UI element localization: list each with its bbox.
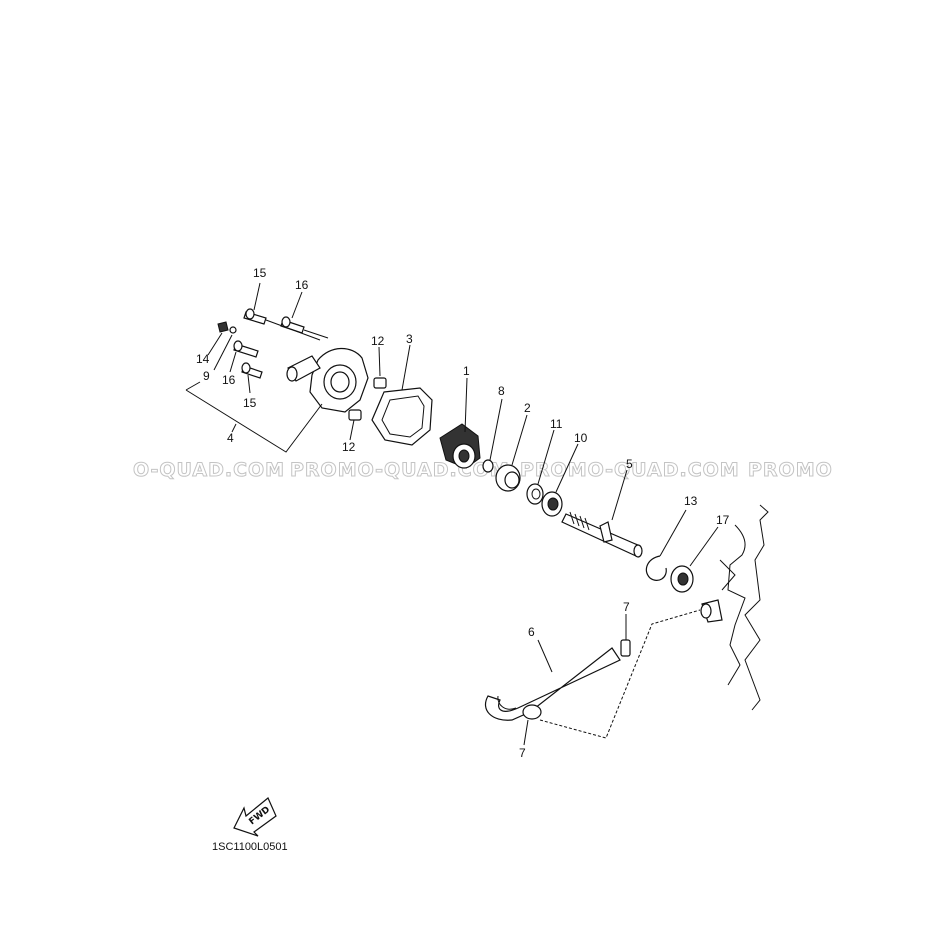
callout-2: 2	[524, 401, 531, 415]
callout-14: 14	[196, 352, 210, 366]
callouts: 1 2 3 4 5 6 7 7 8 9 10 11 12 12 13 14 15…	[196, 266, 730, 760]
watermark: O-QUAD.COM PROMO-QUAD.COM PROMO-QUAD.COM…	[133, 459, 833, 482]
callout-7b: 7	[519, 746, 526, 760]
watermark-center: PROMO-QUAD.COM	[290, 459, 510, 481]
hose	[484, 647, 621, 721]
callout-13: 13	[684, 494, 698, 508]
diagram-code: 1SC1100L0501	[212, 841, 288, 853]
callout-17: 17	[716, 513, 730, 527]
leader-lines	[185, 282, 719, 746]
seal-11	[526, 483, 544, 505]
bearing-17	[670, 565, 694, 593]
oil-seal	[495, 464, 521, 492]
callout-8: 8	[498, 384, 505, 398]
callout-6: 6	[528, 625, 535, 639]
engine-case	[719, 504, 769, 711]
callout-10: 10	[574, 431, 588, 445]
pump-cover	[286, 347, 369, 413]
callout-11: 11	[550, 417, 563, 431]
callout-9: 9	[203, 369, 210, 383]
gasket	[371, 387, 433, 446]
fwd-arrow-icon: FWD	[233, 797, 277, 837]
callout-16b: 16	[222, 373, 236, 387]
bolts	[217, 308, 305, 379]
callout-12b: 12	[342, 440, 356, 454]
hose-clamps	[522, 639, 631, 720]
watermark-right: PROMO	[748, 459, 833, 481]
circlip	[645, 555, 667, 581]
shaft	[561, 511, 643, 558]
watermark-left: O-QUAD.COM	[133, 459, 285, 481]
callout-7a: 7	[623, 600, 630, 614]
bearing-10	[541, 491, 563, 517]
dowel-pins	[348, 377, 387, 421]
callout-1: 1	[463, 364, 470, 378]
callout-15a: 15	[253, 266, 267, 280]
callout-3: 3	[406, 332, 413, 346]
callout-15b: 15	[243, 396, 257, 410]
callout-16a: 16	[295, 278, 309, 292]
callout-12a: 12	[371, 334, 385, 348]
washer	[482, 459, 494, 473]
watermark-center-2: PROMO-QUAD.COM	[520, 459, 740, 481]
callout-4: 4	[227, 431, 234, 445]
callout-5: 5	[626, 457, 633, 471]
engine-fitting	[700, 599, 723, 623]
impeller	[439, 423, 481, 469]
